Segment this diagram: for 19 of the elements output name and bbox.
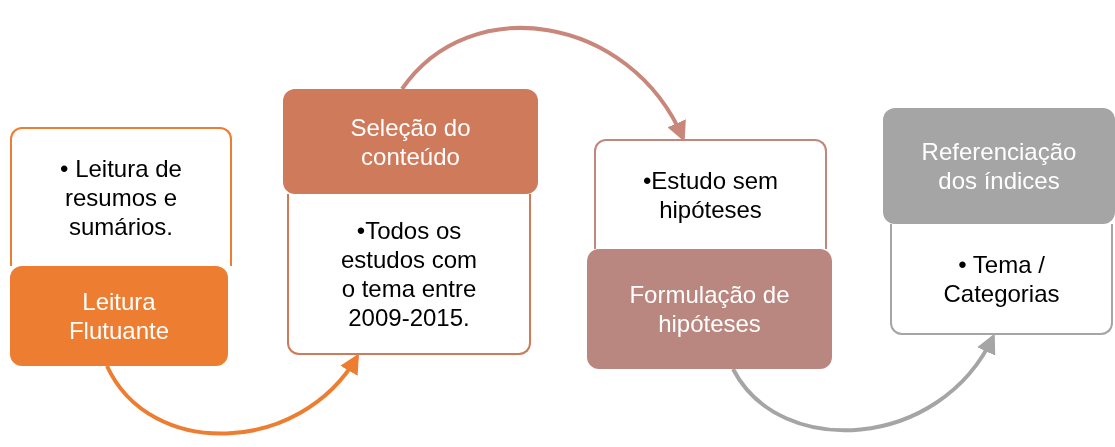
- text-card: [10, 127, 232, 266]
- bullet-text: •Todos os estudos com o tema entre 2009-2015.: [339, 215, 479, 332]
- heading-text: Seleção do conteúdo: [349, 112, 472, 171]
- heading-text: Referenciação dos índices: [920, 137, 1078, 195]
- text-card: [594, 139, 827, 249]
- heading-text: Leitura Flutuante: [67, 287, 171, 345]
- heading-text: Formulação de hipóteses: [628, 280, 791, 338]
- bullet-text: • Leitura de resumos e sumários.: [59, 154, 183, 241]
- text-card: [890, 224, 1113, 335]
- curved-arrow: [400, 25, 685, 142]
- heading-box: [883, 108, 1115, 224]
- text-card: [287, 194, 531, 355]
- curved-arrow: [105, 353, 360, 436]
- heading-box: [587, 249, 832, 369]
- bullet-text: •Estudo sem hipóteses: [641, 166, 780, 224]
- heading-box: [283, 89, 538, 194]
- curved-arrow: [731, 333, 996, 432]
- heading-box: [10, 266, 228, 366]
- bullet-text: • Tema / Categorias: [942, 249, 1061, 308]
